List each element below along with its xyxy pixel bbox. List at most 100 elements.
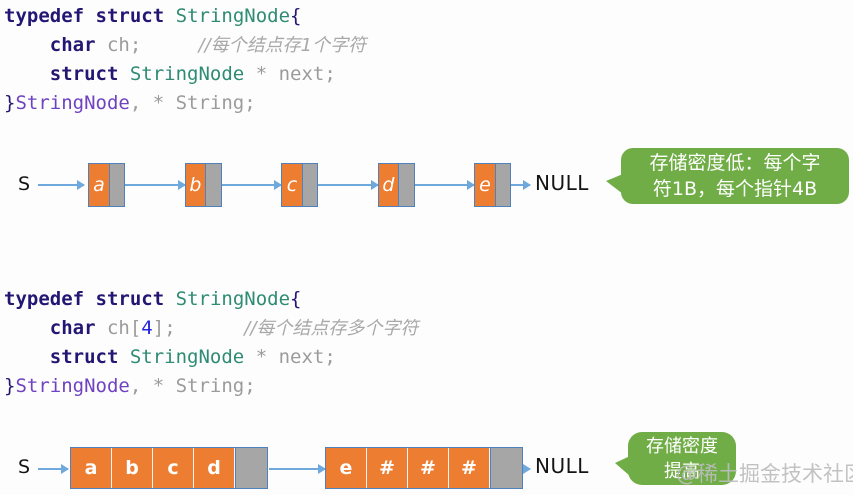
- code-token-plain: [4, 63, 50, 85]
- code-token-comment: //每个结点存1个字符: [198, 35, 367, 56]
- code-line: struct StringNode * next;: [4, 60, 366, 89]
- code-token-kw: struct: [49, 346, 119, 368]
- code-block-linked-string-multi-char: typedef struct StringNode{ char ch[4]; /…: [4, 285, 418, 401]
- connector-arrow-icon: [318, 180, 378, 190]
- code-token-plain: [164, 5, 175, 27]
- code-token-type: StringNode: [175, 5, 291, 27]
- callout2-line-2: 提高: [664, 460, 700, 482]
- code-token-brace: {: [290, 288, 302, 310]
- code-line: typedef struct StringNode{: [4, 285, 418, 314]
- connector-arrow-icon: [414, 180, 475, 190]
- code-token-num: 4: [141, 317, 153, 339]
- code-token-plain: [141, 34, 198, 56]
- code-token-plain: , *: [129, 375, 176, 397]
- callout1-line-1: 存储密度低：每个字: [649, 152, 821, 174]
- code-token-type: StringNode: [175, 288, 291, 310]
- callout-storage-density-low: 存储密度低：每个字 符1B，每个指针4B: [606, 148, 849, 204]
- code-line: }StringNode, * String;: [4, 372, 418, 401]
- code-line: typedef struct StringNode{: [4, 2, 366, 31]
- code-token-type: StringNode: [129, 63, 245, 85]
- node-pointer-cell: [109, 164, 124, 206]
- node-data-cell: #: [408, 448, 449, 488]
- code-token-plain: [4, 34, 50, 56]
- code-token-kw: struct: [95, 5, 165, 27]
- node-data-cell: d: [194, 448, 235, 488]
- list-node: a: [88, 163, 125, 207]
- code-token-plain: [164, 288, 175, 310]
- list-node: e: [474, 163, 511, 207]
- list1-head-label: S: [18, 173, 31, 195]
- callout2-line-1: 存储密度: [646, 435, 718, 457]
- node-data-cell: #: [449, 448, 490, 488]
- connector-arrow-icon: [38, 180, 85, 190]
- node-data-cell: a: [71, 448, 112, 488]
- connector-arrow-icon: [511, 180, 531, 190]
- list-node: b: [184, 163, 222, 207]
- code-token-comment: //每个结点存多个字符: [244, 318, 419, 339]
- connector-arrow-icon: [125, 180, 185, 190]
- linked-list-single-char-diagram: S NULL a b c d e: [0, 163, 620, 207]
- node-pointer-cell: [495, 164, 510, 206]
- code-token-brace: {: [290, 5, 302, 27]
- node-data-cell: a: [89, 164, 110, 206]
- code-token-kw: char: [49, 317, 96, 339]
- list-node: e###: [325, 447, 523, 489]
- code-token-kw: typedef: [4, 5, 85, 27]
- code-token-plain: ch[: [95, 317, 142, 339]
- node-data-cell: c: [153, 448, 194, 488]
- code-token-plain: [4, 317, 50, 339]
- code-token-plain: ch;: [95, 34, 142, 56]
- node-pointer-cell: [399, 164, 414, 206]
- list1-null-label: NULL: [535, 171, 589, 195]
- code-line: }StringNode, * String;: [4, 89, 366, 118]
- list2-head-label: S: [18, 456, 31, 478]
- code-token-kw: typedef: [4, 288, 85, 310]
- code-token-plain: ;: [244, 375, 256, 397]
- connector-arrow-icon: [38, 464, 69, 474]
- node-pointer-cell: [206, 164, 221, 206]
- node-pointer-cell: [490, 448, 522, 488]
- node-pointer-cell: [235, 448, 267, 488]
- list2-null-label: NULL: [535, 454, 589, 478]
- code-line: char ch[4]; //每个结点存多个字符: [4, 314, 419, 343]
- code-token-brace: }: [4, 375, 16, 397]
- code-token-kw: char: [49, 34, 96, 56]
- connector-arrow-icon: [269, 464, 326, 474]
- code-token-typedefname: StringNode: [15, 375, 130, 397]
- code-token-plain: String: [175, 375, 245, 397]
- code-token-plain: [84, 288, 95, 310]
- connector-arrow-icon: [221, 180, 282, 190]
- code-token-plain: * next;: [244, 63, 336, 85]
- node-data-cell: b: [112, 448, 153, 488]
- code-token-plain: [118, 63, 129, 85]
- code-token-kw: struct: [95, 288, 165, 310]
- callout-tail-icon: [615, 456, 630, 476]
- node-pointer-cell: [302, 164, 317, 206]
- code-token-plain: ;: [244, 92, 256, 114]
- callout-tail-icon: [606, 174, 623, 194]
- code-line: char ch; //每个结点存1个字符: [4, 31, 366, 60]
- connector-arrow-icon: [523, 464, 531, 474]
- node-data-cell: c: [282, 164, 303, 206]
- list-node: c: [281, 163, 318, 207]
- node-data-cell: #: [367, 448, 408, 488]
- code-token-plain: [84, 5, 95, 27]
- code-line: struct StringNode * next;: [4, 343, 418, 372]
- node-data-cell: e: [326, 448, 367, 488]
- node-data-cell: b: [185, 164, 207, 206]
- list-node: d: [377, 163, 415, 207]
- code-token-plain: [176, 317, 245, 339]
- code-token-plain: [4, 346, 50, 368]
- node-data-cell: e: [475, 164, 496, 206]
- code-token-plain: , *: [129, 92, 176, 114]
- code-token-brace: }: [4, 92, 16, 114]
- code-token-kw: struct: [49, 63, 119, 85]
- code-token-plain: String: [175, 92, 245, 114]
- code-token-type: StringNode: [129, 346, 245, 368]
- code-token-plain: * next;: [244, 346, 336, 368]
- code-token-typedefname: StringNode: [15, 92, 130, 114]
- code-block-linked-string-single-char: typedef struct StringNode{ char ch; //每个…: [4, 2, 366, 118]
